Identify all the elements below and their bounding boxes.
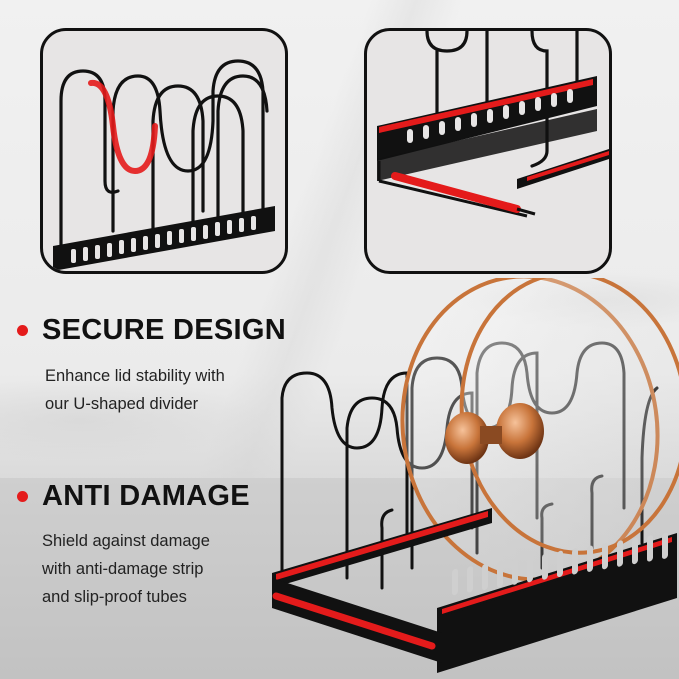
red-dot-icon xyxy=(17,491,28,502)
strip-closeup-image xyxy=(377,31,609,218)
feature-desc-line: and slip-proof tubes xyxy=(42,588,187,606)
feature-title-secure-design: SECURE DESIGN xyxy=(42,314,286,346)
feature-desc-line: Enhance lid stability with xyxy=(45,367,225,385)
feature-title-anti-damage: ANTI DAMAGE xyxy=(42,480,250,512)
lid-knob xyxy=(496,403,544,459)
feature-desc-anti-damage: Shield against damage with anti-damage s… xyxy=(42,527,210,611)
pot-lid-rack-image xyxy=(262,278,679,679)
feature-desc-line: with anti-damage strip xyxy=(42,560,204,578)
feature-desc-line: our U-shaped divider xyxy=(45,395,199,413)
red-dot-icon xyxy=(17,325,28,336)
feature-desc-secure-design: Enhance lid stability with our U-shaped … xyxy=(45,362,225,418)
left-inset-base-strip xyxy=(53,206,275,271)
lid-knob xyxy=(445,412,489,464)
rack-base xyxy=(272,508,677,673)
inset-u-shaped-divider xyxy=(40,28,288,274)
feature-desc-line: Shield against damage xyxy=(42,532,210,550)
u-divider-closeup-image xyxy=(53,59,275,271)
slip-proof-tube xyxy=(272,592,436,650)
inset-anti-damage-strip xyxy=(364,28,612,274)
